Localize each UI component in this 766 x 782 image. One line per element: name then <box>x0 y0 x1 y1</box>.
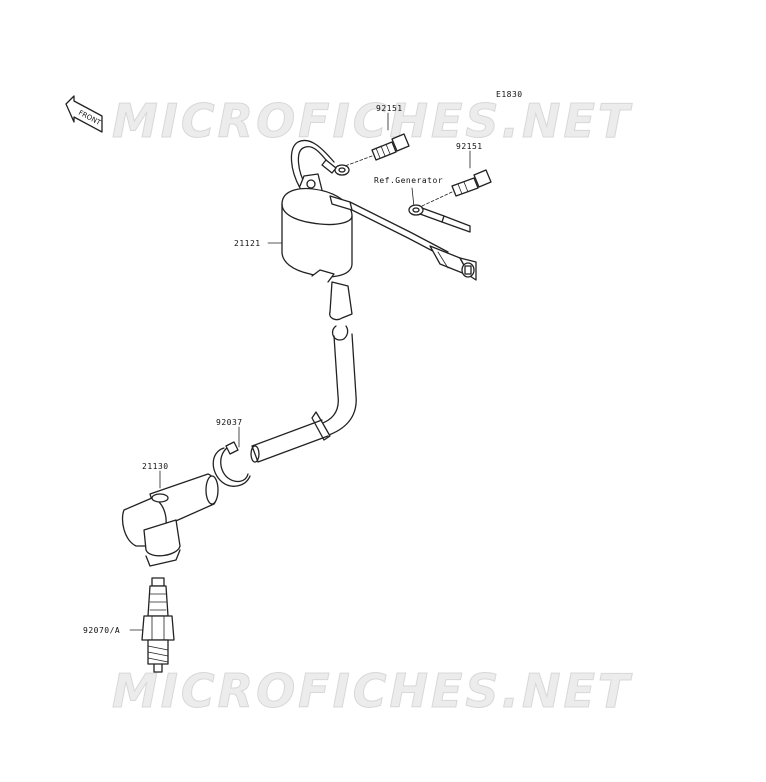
part-label-21130[interactable]: 21130 <box>142 462 169 471</box>
part-label-92151-right[interactable]: 92151 <box>456 142 483 151</box>
plug-cap <box>121 473 219 567</box>
watermark-bottom: MICROFICHES.NET <box>111 664 633 719</box>
part-label-ref-generator[interactable]: Ref.Generator <box>374 176 444 185</box>
watermark-top: MICROFICHES.NET <box>111 94 633 149</box>
part-label-92037[interactable]: 92037 <box>216 418 243 427</box>
part-label-92070a[interactable]: 92070/A <box>83 626 121 635</box>
bolt-upper <box>344 133 410 167</box>
front-arrow-icon: FRONT <box>65 95 103 133</box>
diagram-code: E1830 <box>496 90 523 99</box>
part-label-21121[interactable]: 21121 <box>234 239 261 248</box>
clamp <box>212 441 251 487</box>
ignition-coil <box>281 173 353 283</box>
bolt-right <box>421 169 492 207</box>
connector <box>429 245 477 281</box>
spark-plug <box>141 577 175 673</box>
part-label-92151-upper[interactable]: 92151 <box>376 104 403 113</box>
